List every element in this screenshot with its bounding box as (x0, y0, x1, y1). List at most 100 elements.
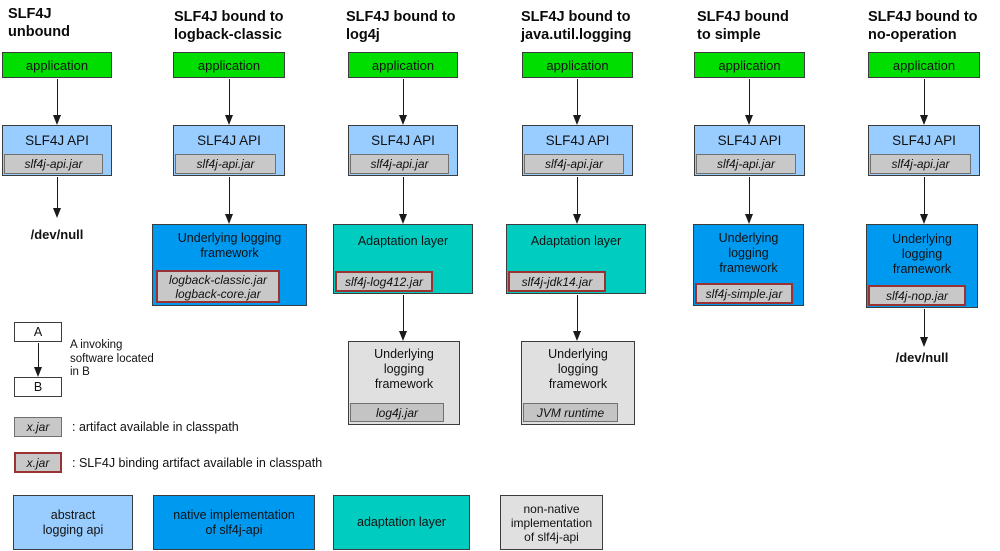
caption-line: in B (70, 366, 90, 378)
legend-color-native-impl: native implementation of slf4j-api (153, 495, 315, 550)
arrow-head-icon (398, 331, 407, 341)
application-box-nop: application (868, 52, 980, 78)
column-title-unbound: SLF4J unbound (8, 5, 70, 41)
framework-label-line: logging (557, 362, 599, 376)
arrow-line (57, 177, 58, 209)
legend-label-line: abstract (50, 507, 96, 522)
arrow-head-icon (52, 115, 61, 125)
framework-label-line: logging (901, 247, 943, 261)
framework-label-line: logging (728, 246, 769, 260)
legend-label-line: adaptation layer (357, 515, 446, 529)
arrow-line (924, 309, 925, 338)
title-line: SLF4J bound to (346, 9, 456, 25)
application-box-simple: application (694, 52, 805, 78)
binding-jar-box: slf4j-nop.jar (868, 285, 966, 306)
api-jar-box: slf4j-api.jar (4, 154, 103, 174)
column-title-simple: SLF4J bound to simple (697, 8, 789, 44)
framework-label-line: framework (548, 377, 608, 391)
framework-label-line: Underlying (718, 231, 779, 245)
legend-label-line: of slf4j-api (205, 522, 263, 537)
legend-label-line: implementation (510, 515, 593, 530)
arrow-head-icon (33, 367, 42, 377)
arrow-line (924, 177, 925, 215)
dev-null-label: /dev/null (30, 227, 84, 242)
adaptation-layer-box-log4j: Adaptation layer slf4j-log412.jar (333, 224, 473, 294)
framework-label-line: logging (383, 362, 425, 376)
arrow-head-icon (919, 337, 928, 347)
arrow-head-icon (224, 115, 233, 125)
slf4j-api-box-jul: SLF4J API slf4j-api.jar (522, 125, 633, 176)
api-label: SLF4J API (717, 132, 782, 148)
api-jar-box: slf4j-api.jar (175, 154, 276, 174)
column-title-logback: SLF4J bound to logback-classic (174, 8, 284, 44)
arrow-head-icon (919, 115, 928, 125)
arrow-line (403, 295, 404, 332)
title-line: to simple (697, 27, 761, 43)
arrow-head-icon (744, 214, 753, 224)
slf4j-api-box-simple: SLF4J API slf4j-api.jar (694, 125, 805, 176)
arrow-head-icon (919, 214, 928, 224)
jar-line: logback-classic.jar (168, 272, 268, 287)
api-jar-box: slf4j-api.jar (524, 154, 624, 174)
binding-jar-box: logback-classic.jar logback-core.jar (156, 270, 280, 303)
legend-invoke-caption: A invoking software located in B (70, 339, 154, 380)
title-line: log4j (346, 27, 380, 43)
application-box-logback: application (173, 52, 285, 78)
caption-line: software located (70, 352, 154, 365)
framework-label-line: framework (200, 246, 259, 260)
caption-line: A invoking (70, 339, 123, 351)
title-line: no-operation (868, 27, 957, 43)
binding-jar-box: slf4j-jdk14.jar (508, 271, 606, 292)
arrow-line (229, 79, 230, 116)
slf4j-api-box-logback: SLF4J API slf4j-api.jar (173, 125, 285, 176)
api-label: SLF4J API (545, 132, 610, 148)
legend-box-b: B (14, 377, 62, 397)
arrow-line (749, 79, 750, 116)
legend-box-a: A (14, 322, 62, 342)
arrow-line (749, 177, 750, 215)
legend-label-line: native implementation (173, 507, 295, 522)
title-line: unbound (8, 24, 71, 40)
arrow-line (577, 79, 578, 116)
underlying-framework-box-log4j: Underlying logging framework log4j.jar (348, 341, 460, 425)
legend-label-line: logging api (42, 522, 104, 537)
legend-artifact-caption: : artifact available in classpath (72, 420, 239, 434)
arrow-line (229, 177, 230, 215)
adaptation-layer-box-jul: Adaptation layer slf4j-jdk14.jar (506, 224, 646, 294)
underlying-framework-box-nop: Underlying logging framework slf4j-nop.j… (866, 224, 978, 308)
legend-binding-caption: : SLF4J binding artifact available in cl… (72, 456, 323, 470)
binding-jar-box: slf4j-log412.jar (335, 271, 433, 292)
api-jar-box: slf4j-api.jar (696, 154, 796, 174)
framework-label-line: framework (719, 261, 778, 275)
arrow-line (403, 79, 404, 116)
legend-color-adaptation: adaptation layer (333, 495, 470, 550)
title-line: SLF4J bound (697, 9, 789, 25)
arrow-line (577, 177, 578, 215)
legend-color-non-native: non-native implementation of slf4j-api (500, 495, 603, 550)
application-box-jul: application (522, 52, 633, 78)
framework-label-line: Underlying (374, 347, 434, 361)
api-jar-box: slf4j-api.jar (870, 154, 971, 174)
binding-jar-box: slf4j-simple.jar (695, 283, 793, 304)
framework-jar-box: JVM runtime (523, 403, 618, 422)
title-line: logback-classic (174, 27, 282, 43)
framework-label-line: framework (892, 262, 952, 276)
arrow-head-icon (224, 214, 233, 224)
underlying-framework-box-logback: Underlying logging framework logback-cla… (152, 224, 307, 306)
title-line: SLF4J bound to (868, 9, 978, 25)
title-line: SLF4J bound to (521, 9, 631, 25)
arrow-line (57, 79, 58, 116)
adaptation-label: Adaptation layer (530, 234, 622, 248)
column-title-jul: SLF4J bound to java.util.logging (521, 8, 631, 44)
arrow-head-icon (572, 214, 581, 224)
title-line: SLF4J (8, 6, 52, 22)
underlying-framework-box-simple: Underlying logging framework slf4j-simpl… (693, 224, 804, 306)
framework-jar-box: log4j.jar (350, 403, 444, 422)
framework-label-line: Underlying logging (177, 231, 282, 245)
title-line: java.util.logging (521, 27, 632, 43)
jar-line: logback-core.jar (175, 286, 261, 301)
api-label: SLF4J API (197, 132, 261, 148)
dev-null-label: /dev/null (895, 350, 949, 365)
api-label: SLF4J API (892, 132, 956, 148)
